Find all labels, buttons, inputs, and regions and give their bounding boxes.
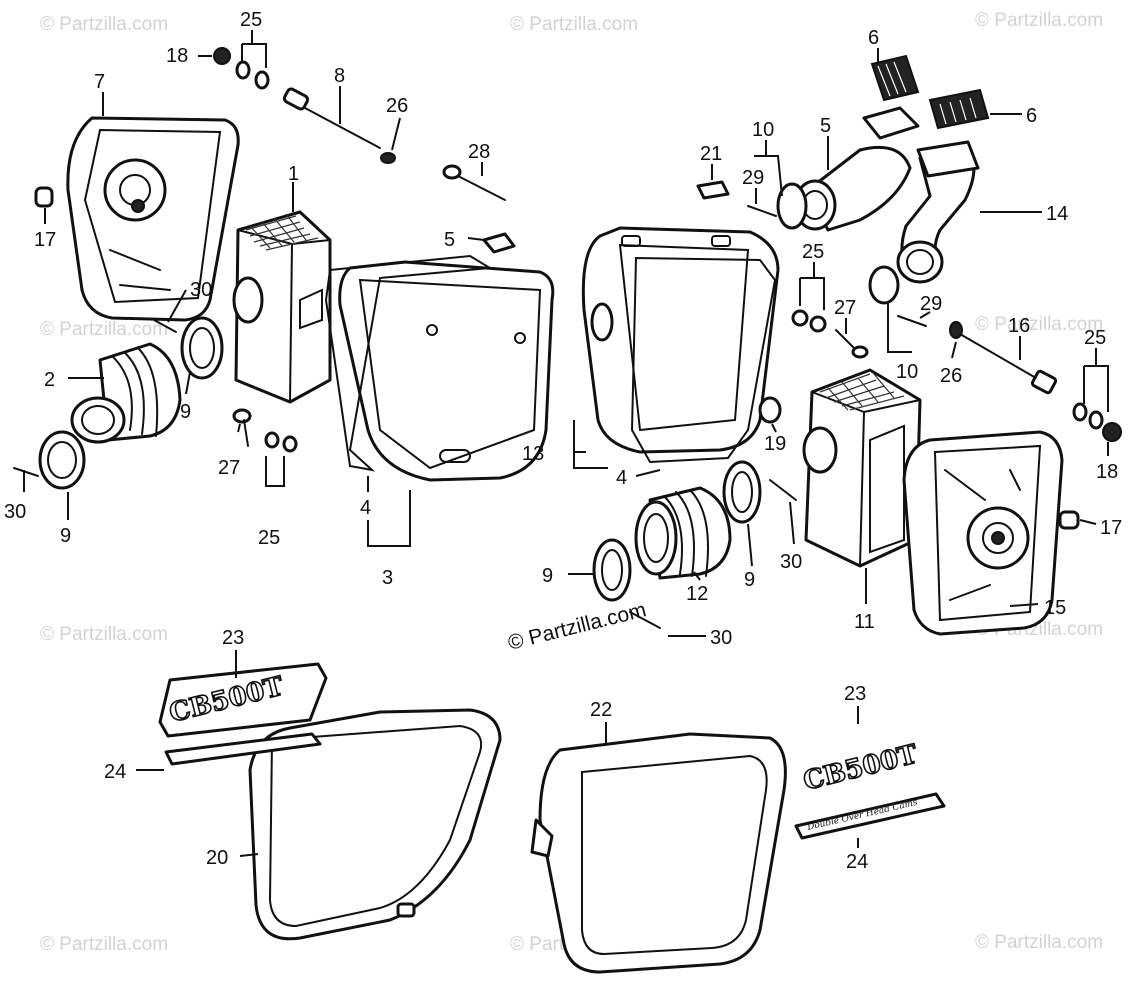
callout-14: 14 <box>1046 203 1068 225</box>
callout-9-right-mid: 9 <box>744 569 755 591</box>
part-right-air-cleaner-cover <box>902 430 1064 636</box>
watermark: © Partzilla.com <box>510 14 638 35</box>
callout-29-top: 29 <box>742 167 764 189</box>
callout-17-left: 17 <box>34 229 56 251</box>
part-right-intake-tube <box>793 106 920 232</box>
callout-8: 8 <box>334 65 345 87</box>
callout-29-lower: 29 <box>920 293 942 315</box>
part-bolt-28 <box>442 164 506 201</box>
part-setting-bolt-right <box>949 321 1122 442</box>
callout-24-left: 24 <box>104 761 126 783</box>
callouts: 25 18 7 8 26 28 1 17 5 30 2 9 27 30 4 9 … <box>4 9 1122 873</box>
watermark: © Partzilla.com <box>975 932 1103 953</box>
callout-13: 13 <box>522 443 544 465</box>
callout-5-right: 5 <box>820 115 831 137</box>
callout-3: 3 <box>382 567 393 589</box>
callout-26-right: 26 <box>940 365 962 387</box>
callout-26-left: 26 <box>386 95 408 117</box>
callout-18-left: 18 <box>166 45 188 67</box>
callout-12: 12 <box>686 583 708 605</box>
part-intake-tube-14 <box>896 140 980 284</box>
part-right-emblem: CB500T Double Over Head Cams <box>794 739 946 840</box>
callout-9-left-lower: 9 <box>60 525 71 547</box>
part-right-air-cleaner-element <box>802 368 922 568</box>
part-left-rubber-grommet <box>34 186 54 208</box>
callout-2: 2 <box>44 369 55 391</box>
part-right-air-cleaner-case <box>581 226 780 464</box>
watermark: © Partzilla.com <box>975 10 1103 31</box>
callout-25-left: 25 <box>240 9 262 31</box>
callout-6-right: 6 <box>1026 105 1037 127</box>
watermark: © Partzilla.com <box>40 14 168 35</box>
callout-25-mid: 25 <box>802 241 824 263</box>
part-screw-30d <box>629 611 661 629</box>
callout-15: 15 <box>1044 597 1066 619</box>
callout-30-left-lower: 30 <box>4 501 26 523</box>
part-bolt-27-left <box>232 408 298 453</box>
callout-30-right-lower: 30 <box>710 627 732 649</box>
callout-10-lower: 10 <box>896 361 918 383</box>
callout-10-top: 10 <box>752 119 774 141</box>
leader-lines <box>23 30 1109 857</box>
watermark-center: © Partzilla.com <box>506 598 649 655</box>
part-screw-30c <box>769 479 797 501</box>
part-left-connecting-tube <box>70 342 182 444</box>
callout-7: 7 <box>94 71 105 93</box>
callout-27-right: 27 <box>834 297 856 319</box>
part-right-bands <box>592 460 762 602</box>
callout-22: 22 <box>590 699 612 721</box>
callout-18-right: 18 <box>1096 461 1118 483</box>
callout-16: 16 <box>1008 315 1030 337</box>
callout-4-left: 4 <box>360 497 371 519</box>
emblem-right-text: CB500T <box>800 739 921 796</box>
part-bolt-27-right <box>791 309 869 359</box>
callout-27-left: 27 <box>218 457 240 479</box>
part-left-bands <box>38 316 224 490</box>
part-clamps-10 <box>776 182 900 305</box>
part-caps-6 <box>870 54 990 130</box>
part-left-air-cleaner-element <box>232 210 332 404</box>
callout-25-left-lower: 25 <box>258 527 280 549</box>
callout-11: 11 <box>854 611 875 633</box>
callout-19: 19 <box>764 433 786 455</box>
watermark: © Partzilla.com <box>40 624 168 645</box>
part-clip-21 <box>696 180 730 200</box>
callout-9-left-upper: 9 <box>180 401 191 423</box>
callout-17-right: 17 <box>1100 517 1122 539</box>
callout-30-left-upper: 30 <box>190 279 212 301</box>
part-right-rubber-grommet <box>1058 510 1080 530</box>
callout-20: 20 <box>206 847 228 869</box>
part-screw-29b <box>897 315 927 327</box>
callout-1: 1 <box>288 163 299 185</box>
part-screw-29a <box>747 205 777 217</box>
watermark: © Partzilla.com <box>975 314 1103 335</box>
callout-5-left: 5 <box>444 229 455 251</box>
part-right-connecting-tube <box>634 486 732 580</box>
part-right-side-cover <box>530 732 787 974</box>
part-left-air-cleaner-case <box>324 254 555 482</box>
part-left-clip <box>482 232 516 254</box>
part-left-emblem: CB500T <box>158 662 328 766</box>
watermark: © Partzilla.com <box>40 319 168 340</box>
callout-21: 21 <box>700 143 722 165</box>
callout-4-right: 4 <box>616 467 627 489</box>
callout-28: 28 <box>468 141 490 163</box>
callout-23-left: 23 <box>222 627 244 649</box>
part-setting-bolt-left <box>213 47 396 164</box>
callout-9-right-lower: 9 <box>542 565 553 587</box>
watermark: © Partzilla.com <box>40 934 168 955</box>
callout-24-right: 24 <box>846 851 868 873</box>
callout-6-top: 6 <box>868 27 879 49</box>
part-screw-30b <box>13 467 39 477</box>
part-grommet-19 <box>758 396 782 424</box>
callout-23-right: 23 <box>844 683 866 705</box>
part-left-air-cleaner-cover <box>66 116 240 322</box>
part-screw-30a <box>153 319 177 333</box>
callout-25-right: 25 <box>1084 327 1106 349</box>
part-left-side-cover <box>248 708 502 941</box>
callout-30-right-mid: 30 <box>780 551 802 573</box>
